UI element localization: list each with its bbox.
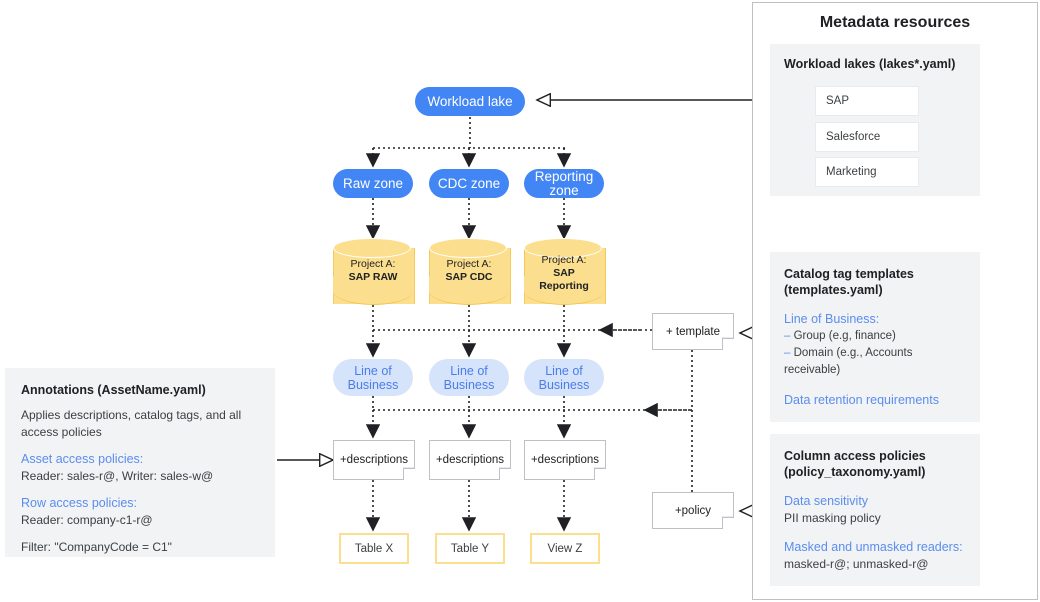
node-reporting-zone-label: Reporting zone <box>534 168 594 198</box>
cylinder-sap-reporting-label: Project A: SAP Reporting <box>524 254 604 293</box>
node-cdc-zone[interactable]: CDC zone <box>429 169 509 198</box>
node-lob-reporting[interactable]: Line of Business <box>524 359 604 396</box>
cylinder-sap-reporting[interactable]: Project A: SAP Reporting <box>524 238 606 310</box>
catalog-templates-title-line2: (templates.yaml) <box>784 283 883 297</box>
lake-item-label: Salesforce <box>826 131 881 143</box>
node-lob-cdc[interactable]: Line of Business <box>429 359 509 396</box>
folded-corner-icon <box>721 516 733 528</box>
workload-lakes-title: Workload lakes (lakes*.yaml) <box>784 57 956 71</box>
lake-item-marketing[interactable]: Marketing <box>815 157 919 187</box>
project-line-1: Project A: <box>541 254 587 266</box>
project-line-1: Project A: <box>446 258 492 270</box>
project-line-2: SAP Reporting <box>539 267 589 292</box>
cylinder-sap-raw-label: Project A: SAP RAW <box>333 258 413 284</box>
annotations-panel: Annotations (AssetName.yaml) Applies des… <box>5 368 275 557</box>
asset-view-z[interactable]: View Z <box>530 533 600 564</box>
list-item-label: Domain (e.g., Accounts receivable) <box>784 347 913 376</box>
note-descriptions-cdc[interactable]: +descriptions <box>429 440 511 480</box>
data-sensitivity-body: PII masking policy <box>784 511 881 525</box>
node-cdc-zone-label: CDC zone <box>437 175 501 191</box>
catalog-templates-title-line1: Catalog tag templates <box>784 267 914 281</box>
lake-item-salesforce[interactable]: Salesforce <box>815 122 919 152</box>
project-line-1: Project A: <box>350 258 396 270</box>
cylinder-bottom <box>333 276 413 305</box>
lake-item-sap[interactable]: SAP <box>815 86 919 116</box>
row-access-policies-heading: Row access policies: <box>21 496 138 510</box>
data-sensitivity-heading: Data sensitivity <box>784 494 869 508</box>
list-item: – Domain (e.g., Accounts receivable) <box>784 345 966 379</box>
folded-corner-icon <box>498 467 510 479</box>
column-access-policies-section: Column access policies (policy_taxonomy.… <box>770 434 980 586</box>
line-of-business-list: – Group (e.g, finance) – Domain (e.g., A… <box>784 328 966 379</box>
asset-label: Table Y <box>450 542 490 555</box>
data-retention-heading: Data retention requirements <box>784 393 939 407</box>
column-policies-title-line1: Column access policies <box>784 449 926 463</box>
cylinder-bottom <box>429 276 509 305</box>
row-access-policies-body: Reader: company-c1-r@ <box>21 513 153 527</box>
column-policies-title-line2: (policy_taxonomy.yaml) <box>784 465 926 479</box>
node-lob-label: Line of Business <box>443 363 495 392</box>
annotations-intro: Applies descriptions, catalog tags, and … <box>21 408 242 439</box>
node-lob-label: Line of Business <box>347 363 399 392</box>
list-item: – Group (e.g, finance) <box>784 328 966 345</box>
lake-item-label: Marketing <box>826 166 877 178</box>
note-label: +descriptions <box>339 454 409 466</box>
cylinder-sap-cdc-label: Project A: SAP CDC <box>429 258 509 284</box>
note-label: + template <box>665 325 721 338</box>
note-label: +descriptions <box>435 454 505 466</box>
metadata-resources-title: Metadata resources <box>819 14 971 31</box>
folded-corner-icon <box>721 337 733 349</box>
cylinder-top <box>429 238 507 258</box>
note-policy[interactable]: +policy <box>652 492 734 529</box>
asset-label: View Z <box>547 542 583 555</box>
dash-icon: – <box>784 347 791 359</box>
annotations-filter: Filter: "CompanyCode = C1" <box>21 540 172 554</box>
cylinder-bottom <box>524 276 604 305</box>
node-raw-zone[interactable]: Raw zone <box>333 169 413 198</box>
node-lob-label: Line of Business <box>538 363 590 392</box>
asset-access-policies-body: Reader: sales-r@, Writer: sales-w@ <box>21 469 214 483</box>
asset-label: Table X <box>354 542 394 555</box>
project-line-2: SAP CDC <box>445 271 493 283</box>
lake-item-label: SAP <box>826 95 850 107</box>
asset-table-y[interactable]: Table Y <box>435 533 505 564</box>
note-label: +policy <box>674 504 712 517</box>
masked-readers-heading: Masked and unmasked readers: <box>784 540 963 554</box>
folded-corner-icon <box>593 467 605 479</box>
annotations-title: Annotations (AssetName.yaml) <box>21 383 206 397</box>
cylinder-sap-cdc[interactable]: Project A: SAP CDC <box>429 238 511 310</box>
asset-table-x[interactable]: Table X <box>339 533 409 564</box>
project-line-2: SAP RAW <box>348 271 398 283</box>
node-workload-lake-label: Workload lake <box>427 93 513 109</box>
asset-access-policies-heading: Asset access policies: <box>21 452 144 466</box>
node-reporting-zone[interactable]: Reporting zone <box>524 169 604 198</box>
node-lob-raw[interactable]: Line of Business <box>333 359 413 396</box>
list-item-label: Group (e.g, finance) <box>793 330 896 342</box>
node-raw-zone-label: Raw zone <box>342 175 404 191</box>
note-descriptions-reporting[interactable]: +descriptions <box>524 440 606 480</box>
line-of-business-heading: Line of Business: <box>784 312 880 326</box>
masked-readers-body: masked-r@; unmasked-r@ <box>784 557 929 571</box>
note-label: +descriptions <box>530 454 600 466</box>
cylinder-sap-raw[interactable]: Project A: SAP RAW <box>333 238 415 310</box>
note-template[interactable]: + template <box>652 313 734 350</box>
node-workload-lake[interactable]: Workload lake <box>415 87 525 116</box>
cylinder-top <box>333 238 411 258</box>
dash-icon: – <box>784 330 791 342</box>
folded-corner-icon <box>402 467 414 479</box>
note-descriptions-raw[interactable]: +descriptions <box>333 440 415 480</box>
catalog-tag-templates-section: Catalog tag templates (templates.yaml) L… <box>770 252 980 422</box>
cylinder-top <box>524 238 602 258</box>
